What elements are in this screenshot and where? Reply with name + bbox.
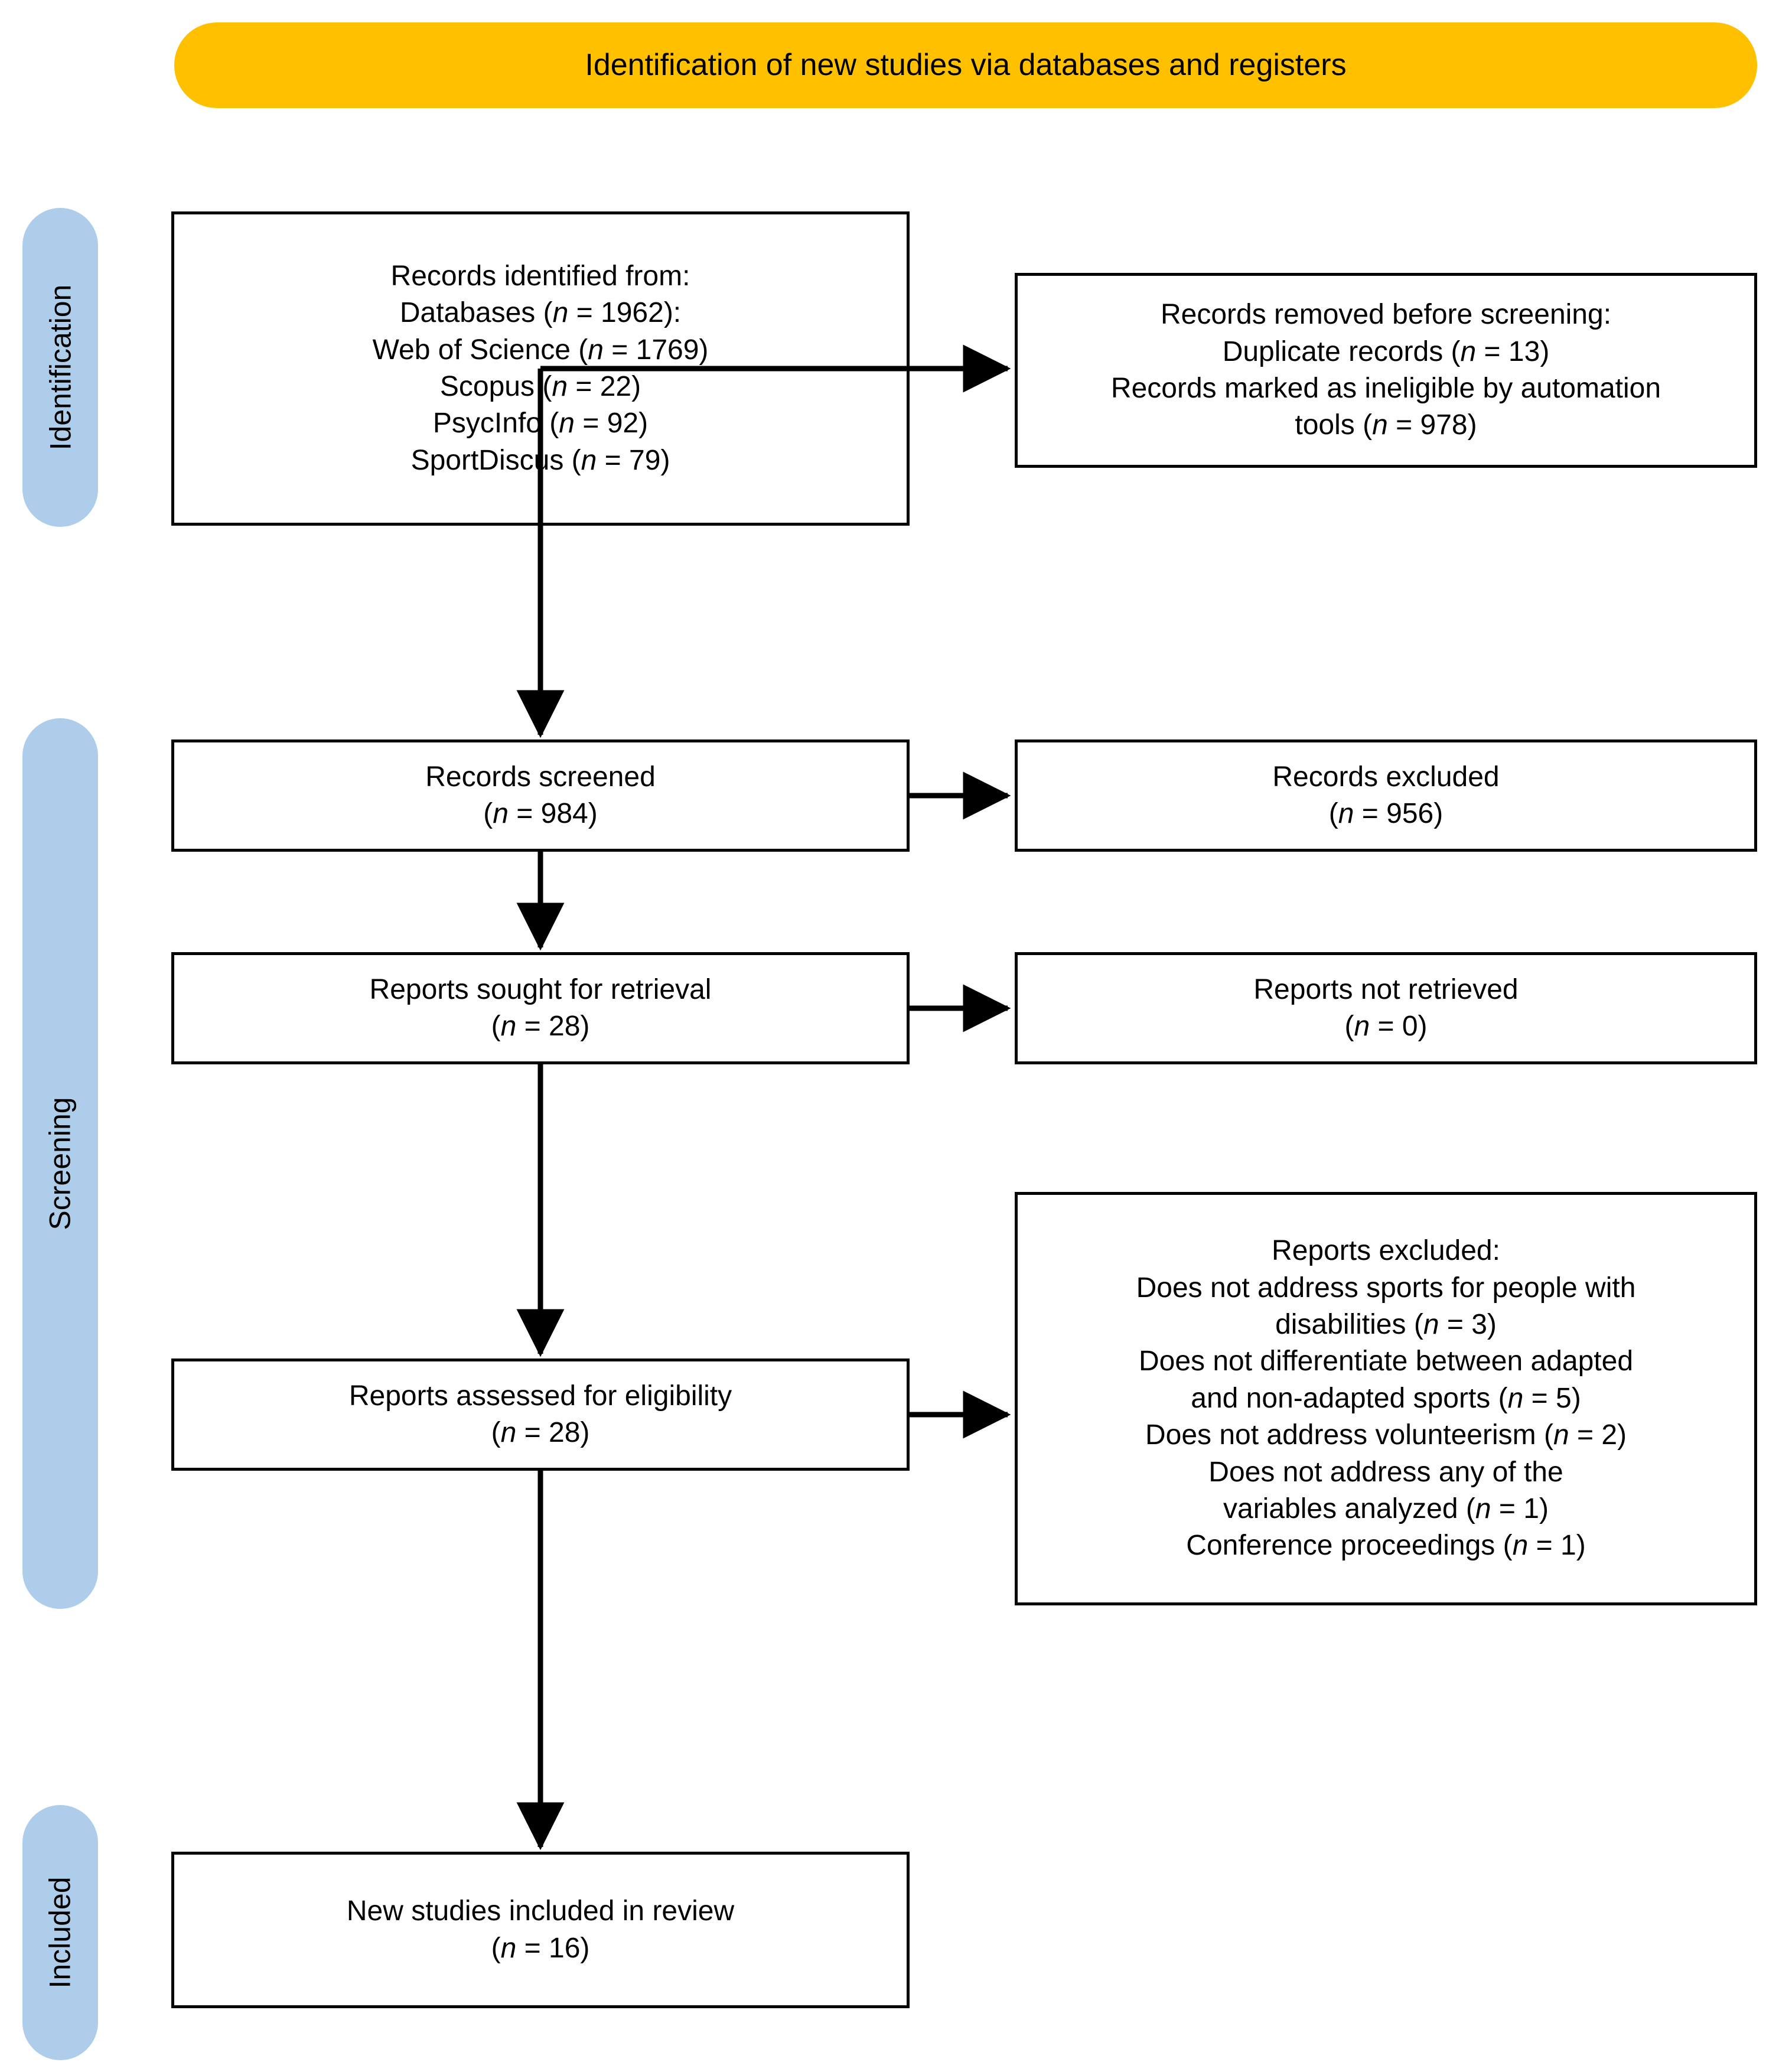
italic-n: n	[559, 408, 575, 439]
box-reports-sought-text: Reports sought for retrieval (n = 28)	[370, 972, 712, 1045]
box-text-line: variables analyzed (n = 1)	[1223, 1493, 1549, 1524]
box-text-line: Reports excluded:	[1272, 1235, 1500, 1267]
box-text-line: disabilities (n = 3)	[1275, 1309, 1497, 1341]
box-records-screened: Records screened (n = 984)	[171, 739, 910, 852]
stage-label-identification: Identification	[44, 284, 77, 451]
italic-n: n	[552, 371, 568, 402]
box-text-line: (n = 28)	[491, 1011, 590, 1042]
banner-title: Identification of new studies via databa…	[585, 47, 1347, 82]
box-text-line: (n = 956)	[1328, 798, 1444, 829]
italic-n: n	[1512, 1530, 1529, 1562]
box-text-line: Reports assessed for eligibility	[348, 1380, 732, 1412]
box-text-line: Conference proceedings (n = 1)	[1186, 1530, 1586, 1562]
box-reports-sought: Reports sought for retrieval (n = 28)	[171, 952, 910, 1064]
box-text-line: Does not address volunteerism (n = 2)	[1145, 1419, 1627, 1451]
stage-pill-identification: Identification	[22, 208, 98, 527]
box-text-line: (n = 0)	[1344, 1011, 1428, 1042]
box-text-line: Does not differentiate between adapted	[1138, 1346, 1634, 1377]
stage-label-screening: Screening	[44, 1097, 77, 1230]
box-reports-assessed-text: Reports assessed for eligibility (n = 28)	[349, 1378, 732, 1452]
box-text-line: SportDiscus (n = 79)	[410, 444, 670, 476]
italic-n: n	[1372, 409, 1388, 441]
italic-n: n	[1553, 1419, 1569, 1451]
box-text-line: Records removed before screening:	[1160, 299, 1612, 331]
box-text-line: (n = 16)	[491, 1932, 590, 1964]
italic-n: n	[581, 444, 597, 476]
box-text-line: Records screened	[425, 761, 656, 793]
box-text-line: PsycInfo (n = 92)	[432, 408, 649, 439]
box-text-line: Duplicate records (n = 13)	[1222, 335, 1550, 367]
box-text-line: (n = 984)	[483, 798, 598, 829]
italic-n: n	[1475, 1493, 1491, 1524]
box-text-line: (n = 28)	[491, 1417, 590, 1448]
box-records-removed: Records removed before screening: Duplica…	[1015, 273, 1757, 468]
italic-n: n	[500, 1417, 517, 1448]
box-text-line: Databases (n = 1962):	[399, 297, 682, 329]
box-records-removed-text: Records removed before screening: Duplica…	[1111, 297, 1661, 444]
box-new-studies-included: New studies included in review (n = 16)	[171, 1852, 910, 2008]
box-text-line: and non-adapted sports (n = 5)	[1191, 1382, 1581, 1414]
box-text-line: Records excluded	[1272, 761, 1500, 793]
box-text-line: Records marked as ineligible by automati…	[1110, 373, 1661, 404]
box-new-studies-included-text: New studies included in review (n = 16)	[347, 1893, 734, 1967]
italic-n: n	[588, 334, 604, 366]
italic-n: n	[500, 1932, 517, 1964]
italic-n: n	[1507, 1382, 1524, 1414]
box-text-line: New studies included in review	[346, 1895, 735, 1927]
italic-n: n	[1354, 1011, 1370, 1042]
box-text-line: Scopus (n = 22)	[439, 371, 641, 402]
stage-pill-included: Included	[22, 1805, 98, 2060]
italic-n: n	[1338, 798, 1354, 829]
italic-n: n	[1423, 1309, 1439, 1341]
italic-n: n	[1460, 335, 1477, 367]
box-text-line: Reports not retrieved	[1253, 973, 1519, 1005]
header-banner: Identification of new studies via databa…	[174, 22, 1757, 108]
box-reports-not-retrieved-text: Reports not retrieved (n = 0)	[1253, 972, 1518, 1045]
box-records-identified: Records identified from: Databases (n = 1…	[171, 211, 910, 526]
box-reports-excluded-text: Reports excluded: Does not address sports…	[1136, 1233, 1636, 1565]
box-reports-assessed: Reports assessed for eligibility (n = 28)	[171, 1358, 910, 1471]
box-text-line: Does not address sports for people with	[1136, 1272, 1636, 1304]
stage-pill-screening: Screening	[22, 718, 98, 1609]
box-text-line: Reports sought for retrieval	[369, 973, 712, 1005]
italic-n: n	[493, 798, 509, 829]
box-records-screened-text: Records screened (n = 984)	[425, 759, 656, 833]
box-records-identified-text: Records identified from: Databases (n = 1…	[373, 258, 709, 479]
box-text-line: Does not address any of the	[1208, 1456, 1563, 1488]
box-reports-not-retrieved: Reports not retrieved (n = 0)	[1015, 952, 1757, 1064]
box-text-line: Web of Science (n = 1769)	[372, 334, 709, 366]
stage-label-included: Included	[44, 1876, 77, 1989]
box-text-line: tools (n = 978)	[1295, 409, 1477, 441]
box-reports-excluded: Reports excluded: Does not address sports…	[1015, 1192, 1757, 1605]
box-text-line: Records identified from:	[390, 260, 690, 292]
box-records-excluded-text: Records excluded (n = 956)	[1272, 759, 1499, 833]
italic-n: n	[552, 297, 569, 329]
box-records-excluded: Records excluded (n = 956)	[1015, 739, 1757, 852]
italic-n: n	[500, 1011, 517, 1042]
